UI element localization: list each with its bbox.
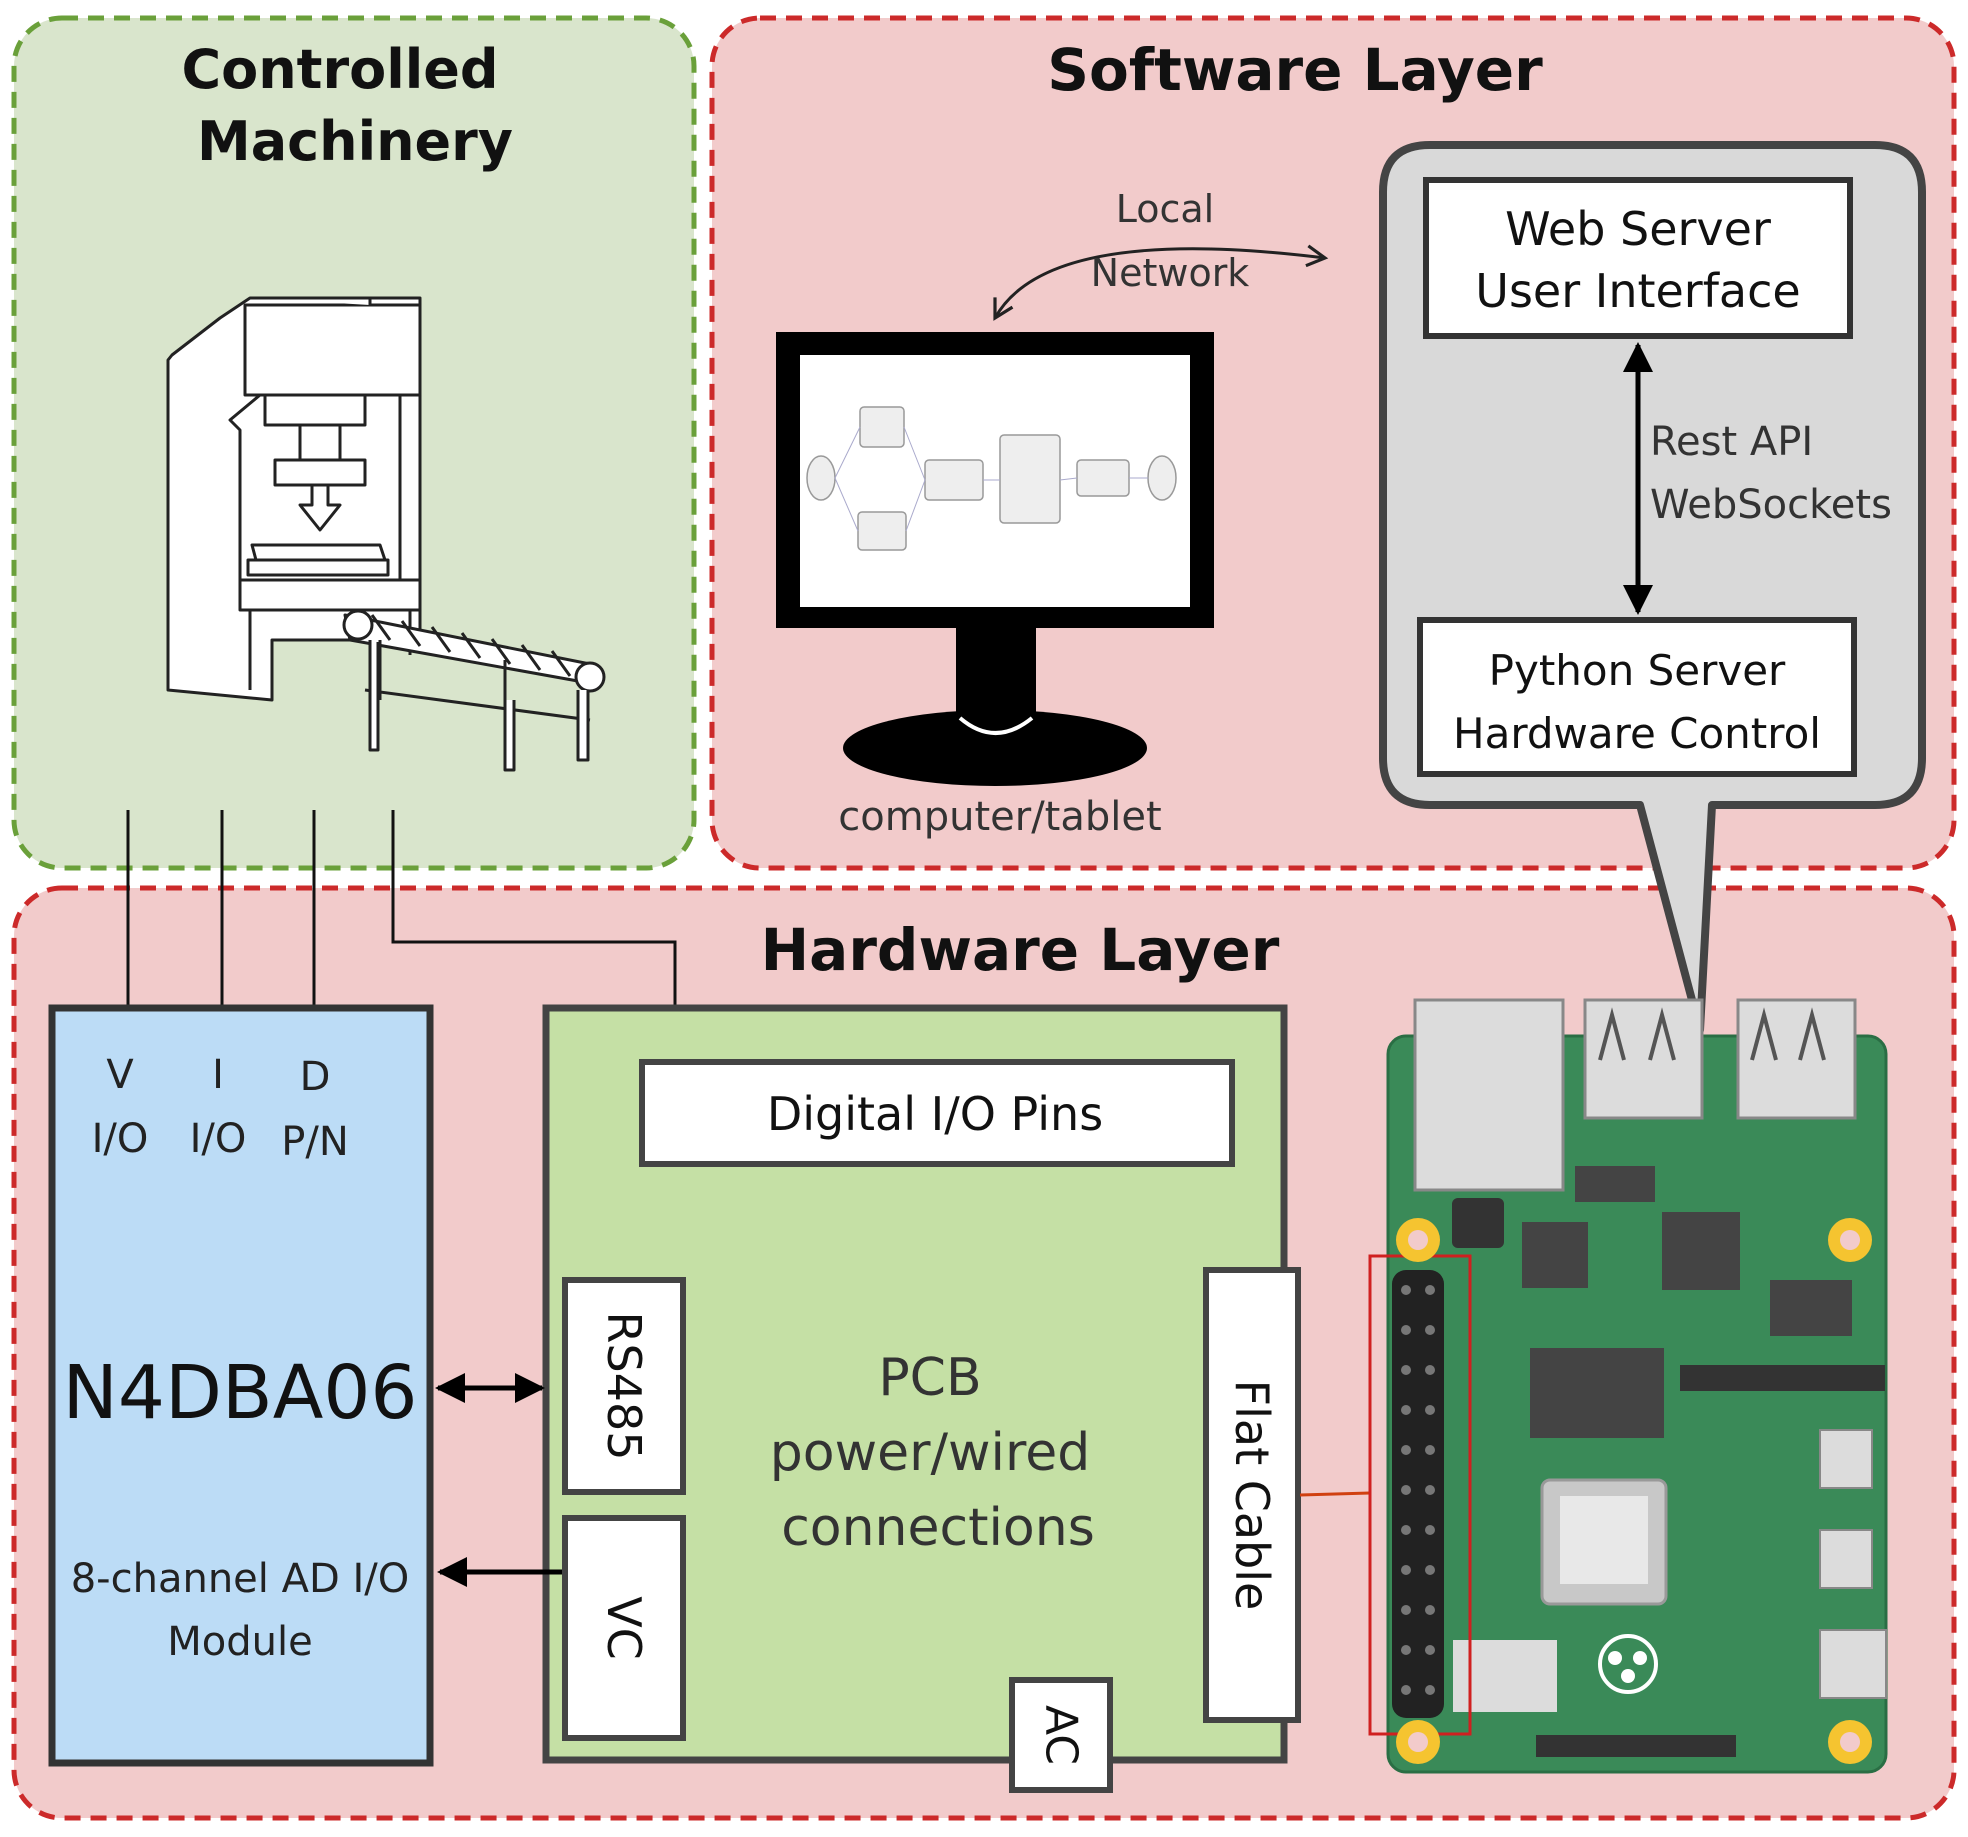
pin-bottom-d: P/N [281, 1119, 349, 1165]
io-module-box [48, 1004, 434, 1767]
computer-monitor-icon [776, 332, 1214, 786]
web-server-box [1423, 177, 1853, 339]
pin-top-i: I [212, 1052, 224, 1098]
ac-box [1009, 1677, 1113, 1793]
machine-wires [126, 810, 677, 1065]
network-label-line2: Network [1091, 251, 1250, 295]
api-label-line1: Rest API [1650, 419, 1813, 465]
flat-cable-wire [1299, 1491, 1371, 1497]
vc-box [562, 1515, 686, 1741]
pcb-label-line2: power/wired [770, 1423, 1090, 1483]
pin-top-d: D [300, 1054, 331, 1100]
hardware-title: Hardware Layer [761, 916, 1280, 984]
pin-bottom-v: I/O [92, 1116, 149, 1162]
web-server-line1: Web Server [1505, 202, 1771, 256]
module-name: N4DBA06 [63, 1350, 418, 1436]
raspberry-pi-board [1368, 998, 1888, 1774]
digital-pins-box [639, 1059, 1235, 1167]
press-machine-icon [166, 296, 606, 772]
ac-label: AC [1036, 1705, 1087, 1765]
pin-top-v: V [106, 1052, 134, 1098]
pcb-label-line3: connections [781, 1498, 1095, 1558]
machinery-title-line1: Controlled [181, 38, 498, 101]
pin-bottom-i: I/O [190, 1116, 247, 1162]
digital-pins-label: Digital I/O Pins [767, 1087, 1103, 1141]
module-desc-line1: 8-channel AD I/O [71, 1556, 410, 1602]
local-network-arrow [993, 244, 1329, 321]
vc-label: VC [597, 1596, 651, 1660]
flat-cable-label: Flat Cable [1225, 1380, 1279, 1611]
computer-label: computer/tablet [838, 794, 1161, 840]
rs485-label: RS485 [597, 1312, 651, 1461]
module-desc-line2: Module [167, 1619, 312, 1665]
software-title: Software Layer [1047, 36, 1543, 104]
python-server-line1: Python Server [1489, 646, 1786, 695]
flat-cable-box [1203, 1267, 1301, 1723]
web-server-line2: User Interface [1475, 264, 1800, 318]
python-server-line2: Hardware Control [1453, 709, 1821, 758]
machinery-title-line2: Machinery [197, 110, 513, 173]
rs485-box [562, 1277, 686, 1495]
python-server-box [1417, 617, 1857, 777]
pcb-label-line1: PCB [878, 1348, 981, 1408]
api-label-line2: WebSockets [1650, 482, 1892, 528]
network-label-line1: Local [1116, 187, 1215, 231]
